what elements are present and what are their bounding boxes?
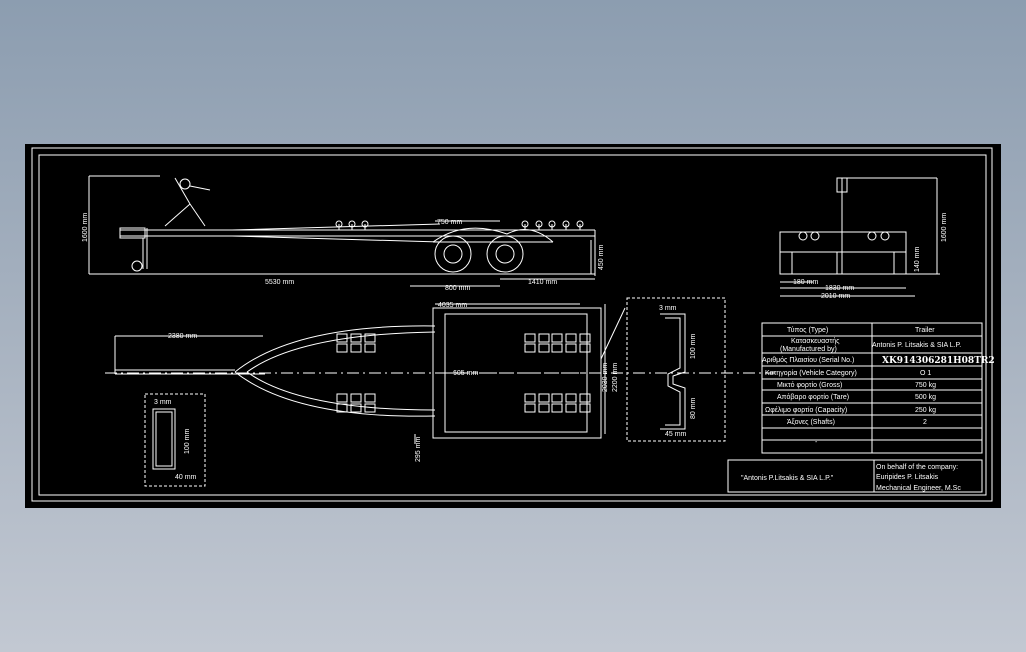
dim-axle-spacing: 750 mm bbox=[437, 219, 462, 226]
tb-row-8-label: - bbox=[815, 439, 818, 446]
tb-row-5-label: Απόβαρο φορτίο (Tare) bbox=[777, 393, 849, 401]
tb-row-4-value: 750 kg bbox=[915, 382, 936, 389]
dim-outer-width-2: 2200 mm bbox=[612, 363, 619, 392]
dim-outer-width-1: 2030 mm bbox=[602, 363, 609, 392]
section-right-width: 45 mm bbox=[665, 431, 687, 438]
dim-side-height: 1600 mm bbox=[82, 213, 89, 242]
tb-row-0-value: Trailer bbox=[915, 327, 935, 334]
dim-axle-to-rear: 1410 mm bbox=[528, 279, 557, 286]
tb-row-7-label: Άξονες (Shafts) bbox=[787, 419, 835, 426]
dim-wheel-width: 180 mm bbox=[793, 279, 818, 286]
drawing-canvas[interactable]: 1600 mm 5530 mm 750 mm 1410 mm 800 mm 45… bbox=[25, 144, 1001, 508]
dim-rear-height: 1600 mm bbox=[941, 213, 948, 242]
tb-serial-number: XK914306281H08TR2 bbox=[882, 356, 995, 366]
dim-top-rear-offset: 295 mm bbox=[415, 437, 422, 462]
section-right-flange: 80 mm bbox=[690, 397, 697, 419]
tb-row-0-label: Τύπος (Type) bbox=[787, 326, 828, 334]
dim-drawbar-length: 2380 mm bbox=[168, 333, 197, 340]
section-left-width: 40 mm bbox=[175, 474, 197, 481]
title-block bbox=[727, 322, 983, 493]
section-right-height: 100 mm bbox=[690, 334, 697, 359]
dim-track-width: 1830 mm bbox=[825, 285, 854, 292]
title-block-text: Τύπος (Type) Trailer Κατασκευαστής (Manu… bbox=[741, 326, 995, 492]
tb-behalf-3: Mechanical Engineer, M.Sc bbox=[876, 485, 961, 492]
side-view bbox=[88, 175, 596, 287]
tb-row-5-value: 500 kg bbox=[915, 394, 936, 401]
top-view bbox=[105, 303, 775, 444]
section-right-thickness: 3 mm bbox=[659, 305, 677, 312]
tb-row-6-value: 250 kg bbox=[915, 407, 936, 414]
tb-company-box: "Antonis P.Litsakis & SIA L.P." bbox=[741, 475, 834, 482]
tb-row-3-value: O 1 bbox=[920, 370, 931, 377]
section-left-thickness: 3 mm bbox=[154, 399, 172, 406]
dim-frame-height: 450 mm bbox=[598, 245, 605, 270]
tb-row-3-label: Κατηγορία (Vehicle Category) bbox=[765, 369, 857, 377]
section-right bbox=[626, 297, 726, 442]
rear-view bbox=[779, 177, 940, 297]
dim-rear-frame-height: 140 mm bbox=[914, 247, 921, 272]
tb-row-4-label: Μικτό φορτίο (Gross) bbox=[777, 381, 842, 389]
dim-rear-offset: 800 mm bbox=[445, 285, 470, 292]
tb-manuf-label-2: (Manufactured by) bbox=[780, 346, 837, 353]
dim-total-length: 5530 mm bbox=[265, 279, 294, 286]
dim-center-length: 605 mm bbox=[453, 370, 478, 377]
trailer-drawing: 1600 mm 5530 mm 750 mm 1410 mm 800 mm 45… bbox=[31, 147, 995, 502]
tb-row-2-label: Αριθμός Πλαισίου (Serial No.) bbox=[762, 356, 854, 364]
tb-row-1-value: Antonis P. Litsakis & SIA L.P. bbox=[872, 342, 961, 349]
dim-frame-length: 4035 mm bbox=[438, 302, 467, 309]
top-rollers bbox=[336, 333, 591, 413]
inner-frame bbox=[38, 154, 987, 496]
outer-frame bbox=[31, 147, 993, 502]
tb-manuf-label-1: Κατασκευαστής bbox=[791, 338, 840, 345]
tb-row-6-label: Ωφέλιμο φορτίο (Capacity) bbox=[765, 406, 847, 414]
tb-row-7-value: 2 bbox=[923, 419, 927, 426]
side-rollers bbox=[335, 220, 584, 230]
tb-behalf-2: Euripides P. Litsakis bbox=[876, 474, 939, 481]
tb-behalf-1: On behalf of the company: bbox=[876, 464, 958, 471]
section-left bbox=[144, 393, 206, 487]
section-left-height: 100 mm bbox=[184, 429, 191, 454]
dim-overall-width: 2010 mm bbox=[821, 293, 850, 300]
